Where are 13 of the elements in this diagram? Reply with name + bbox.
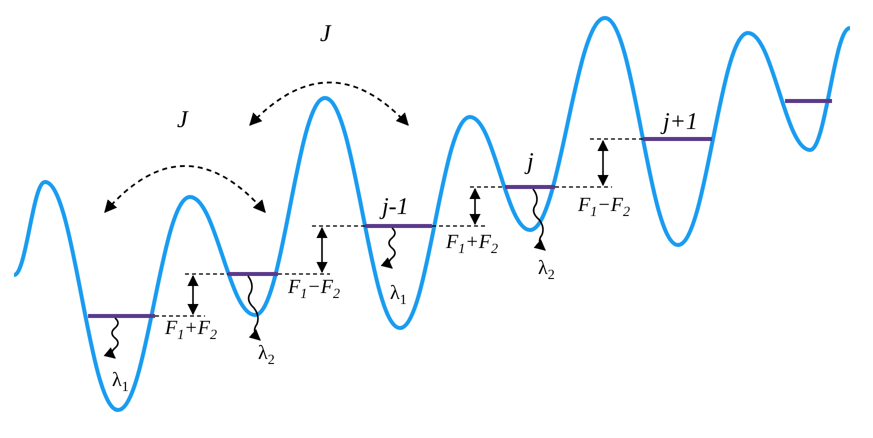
- coupling-label: J: [177, 108, 188, 132]
- site-label: j: [527, 150, 534, 174]
- offset-label: F$_{1}$+F$_{2}$: [446, 232, 498, 257]
- coupling-label: J: [320, 22, 331, 46]
- wavelength-label: λ$_{1}$: [112, 370, 129, 395]
- wavelength-label: λ$_{2}$: [538, 258, 555, 283]
- offset-label: F$_{1}$−F$_{2}$: [288, 277, 340, 302]
- wavelength-label: λ$_{2}$: [258, 343, 275, 368]
- site-label: j+1: [663, 110, 698, 134]
- offset-label: F$_{1}$−F$_{2}$: [578, 195, 630, 220]
- offset-label: F$_{1}$+F$_{2}$: [165, 318, 217, 343]
- site-label: j-1: [382, 195, 409, 219]
- wavelength-label: λ$_{1}$: [390, 283, 407, 308]
